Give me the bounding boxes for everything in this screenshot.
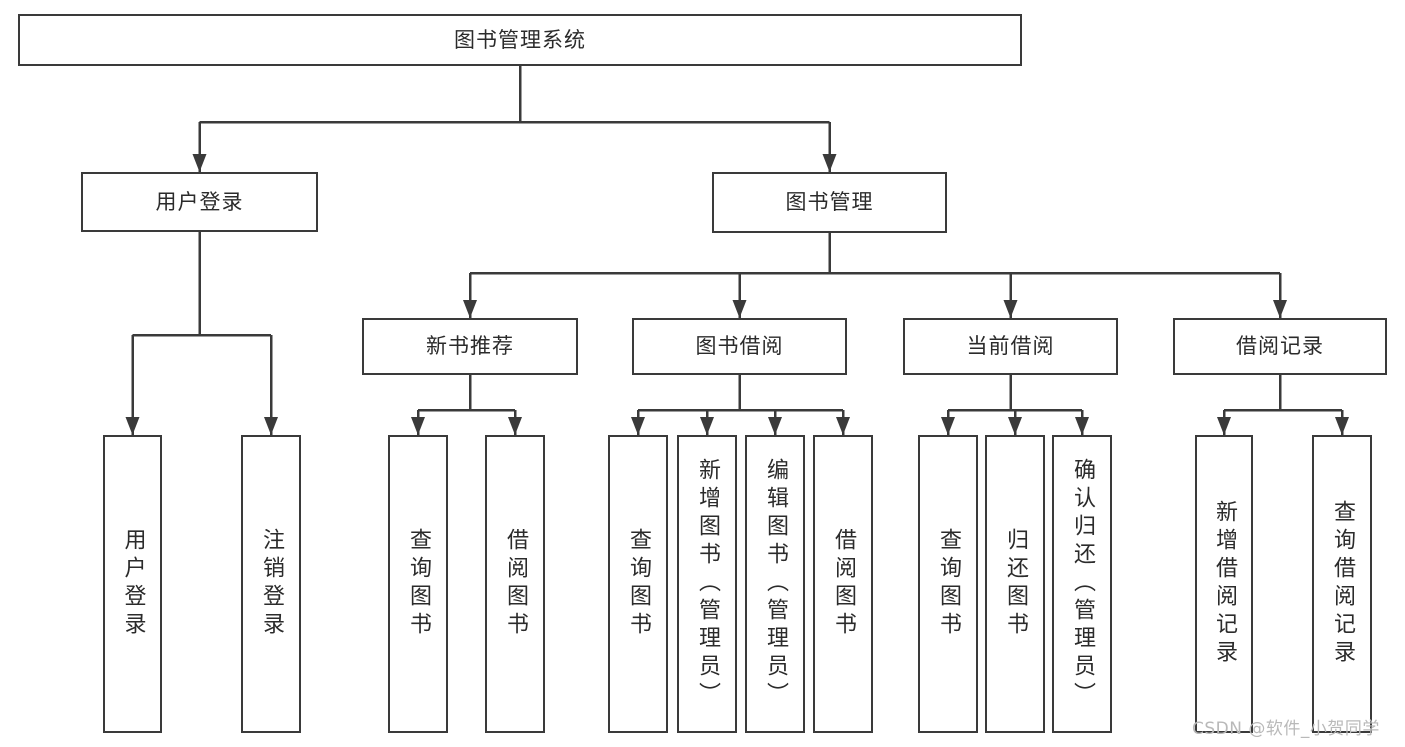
node-label: 用户登录 [155,189,244,214]
node-label: 注销登录 [259,528,284,640]
node-label: 图书管理系统 [454,27,586,52]
node-root[interactable]: 图书管理系统 [18,14,1022,66]
node-leaf-rec-borrow[interactable]: 借阅图书 [485,435,545,733]
node-leaf-user-logout[interactable]: 注销登录 [241,435,301,733]
node-label: 当前借阅 [966,334,1055,359]
node-label: 图书借阅 [695,334,784,359]
arrow-head-icon [1273,300,1287,318]
node-leaf-bb-add[interactable]: 新增图书（管理员） [677,435,737,733]
arrow-head-icon [508,417,522,435]
arrow-head-icon [836,417,850,435]
arrow-head-icon [732,300,747,318]
node-label: 新增借阅记录 [1212,500,1237,668]
node-label: 查询图书 [936,528,961,640]
arrow-head-icon [1075,417,1089,435]
node-leaf-user-login[interactable]: 用户登录 [103,435,162,733]
node-leaf-cb-return[interactable]: 归还图书 [985,435,1045,733]
watermark: CSDN @软件_小贺同学 [1192,719,1380,739]
node-new-book-rec[interactable]: 新书推荐 [362,318,578,375]
node-leaf-br-query[interactable]: 查询借阅记录 [1312,435,1372,733]
node-label: 借阅记录 [1236,334,1324,359]
node-label: 确认归还（管理员） [1070,458,1095,710]
node-label: 查询借阅记录 [1330,500,1355,668]
node-label: 图书管理 [785,190,874,215]
arrow-head-icon [125,417,140,435]
arrow-head-icon [463,300,477,318]
arrow-head-icon [1335,417,1349,435]
node-label: 新书推荐 [426,334,514,359]
node-label: 查询图书 [626,528,651,640]
node-book-borrow[interactable]: 图书借阅 [632,318,847,375]
arrow-head-icon [631,417,645,435]
arrow-head-icon [700,417,714,435]
arrow-head-icon [822,154,837,172]
node-label: 新增图书（管理员） [695,458,720,710]
arrow-head-icon [192,154,207,172]
arrow-head-icon [264,417,278,435]
node-leaf-cb-query[interactable]: 查询图书 [918,435,978,733]
arrow-head-icon [411,417,425,435]
node-label: 查询图书 [406,528,431,640]
node-label: 归还图书 [1003,528,1028,640]
node-leaf-rec-query[interactable]: 查询图书 [388,435,448,733]
node-leaf-br-add[interactable]: 新增借阅记录 [1195,435,1253,733]
node-borrow-record[interactable]: 借阅记录 [1173,318,1387,375]
node-book-manage[interactable]: 图书管理 [712,172,947,233]
node-label: 编辑图书（管理员） [763,458,788,710]
arrow-head-icon [768,417,782,435]
node-label: 用户登录 [120,528,146,640]
node-leaf-bb-edit[interactable]: 编辑图书（管理员） [745,435,805,733]
node-leaf-bb-borrow[interactable]: 借阅图书 [813,435,873,733]
node-label: 借阅图书 [503,528,528,640]
node-label: 借阅图书 [831,528,856,640]
node-user-login[interactable]: 用户登录 [81,172,318,232]
arrow-head-icon [1217,417,1231,435]
arrow-head-icon [941,417,955,435]
node-current-borrow[interactable]: 当前借阅 [903,318,1118,375]
node-leaf-bb-query[interactable]: 查询图书 [608,435,668,733]
node-leaf-cb-confirm[interactable]: 确认归还（管理员） [1052,435,1112,733]
arrow-head-icon [1003,300,1018,318]
arrow-head-icon [1008,417,1022,435]
